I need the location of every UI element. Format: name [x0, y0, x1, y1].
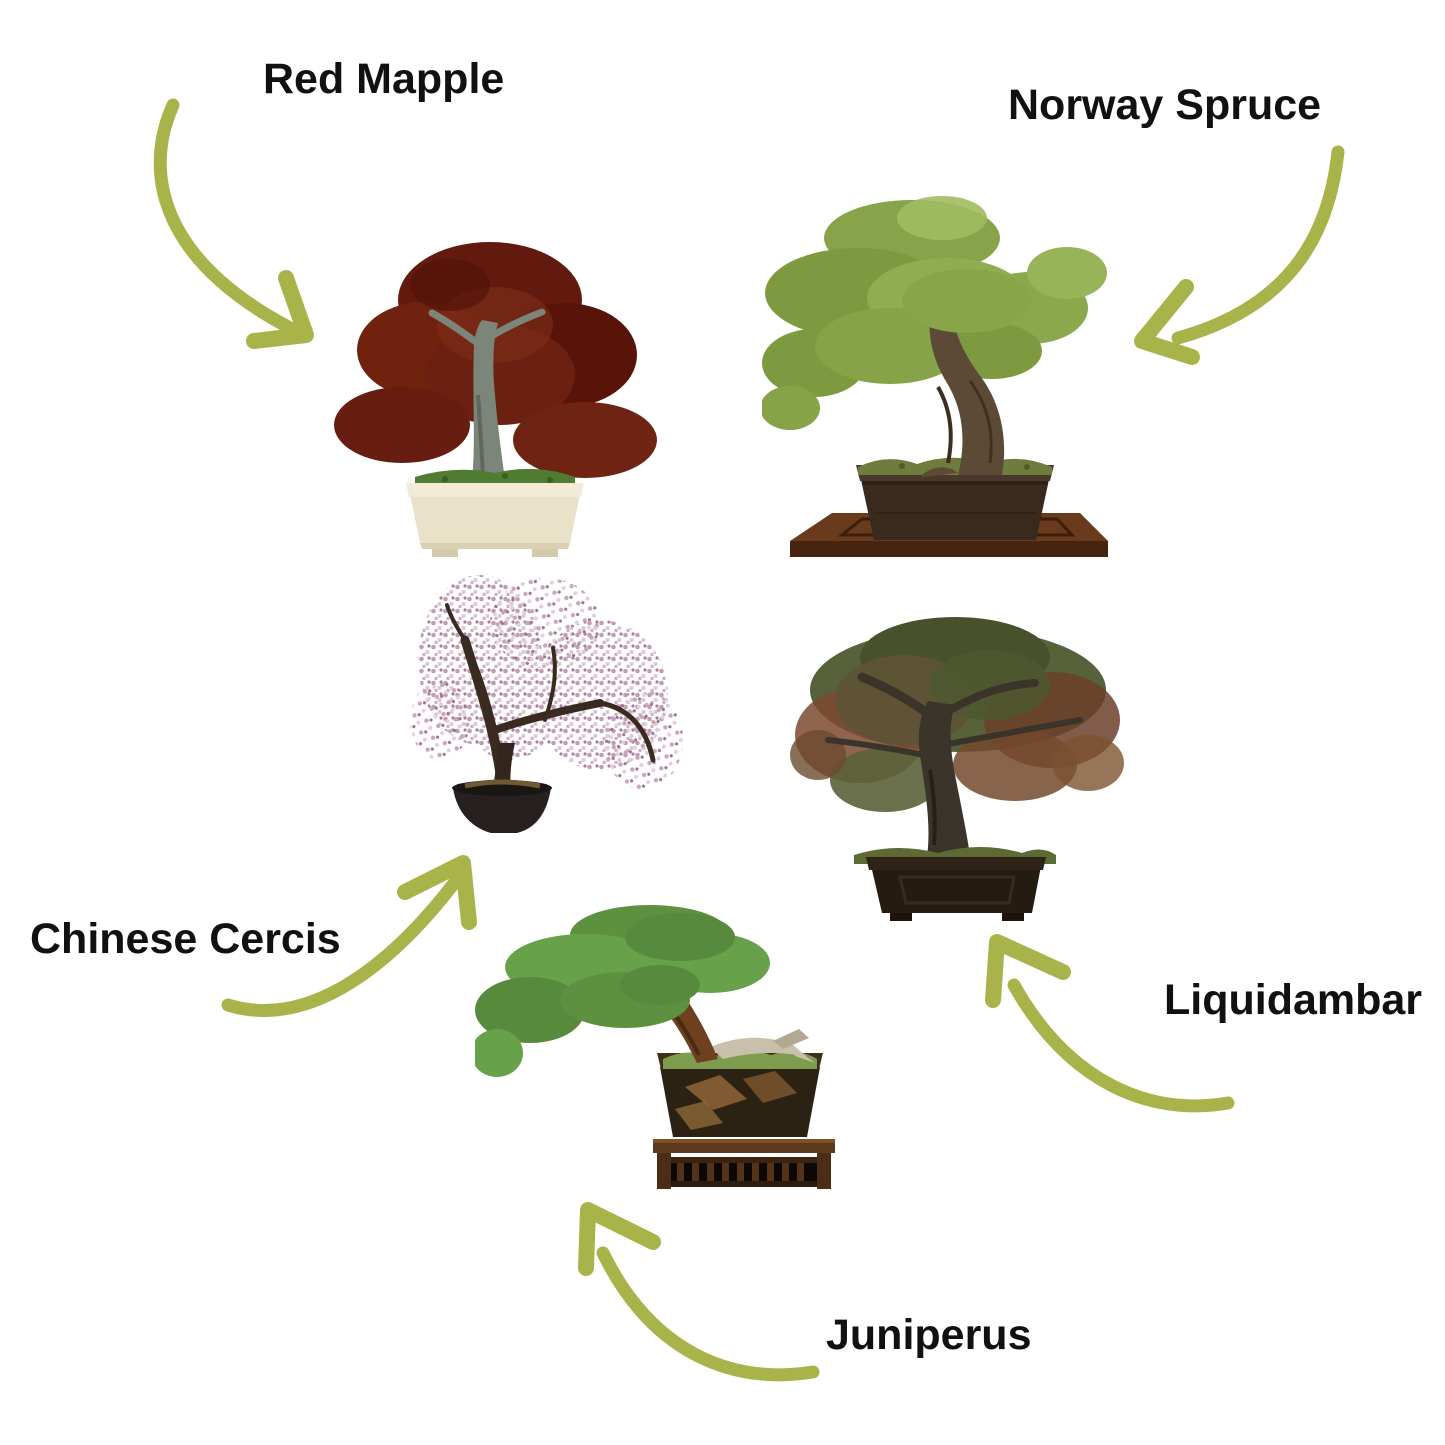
trunk: [825, 672, 1083, 863]
curved-arrow-icon: [985, 934, 1235, 1113]
curved-arrow-icon: [221, 855, 477, 1017]
label-juniperus: Juniperus: [826, 1311, 1032, 1359]
foliage: [790, 617, 1124, 812]
pot: [856, 465, 1054, 540]
label-red-maple: Red Mapple: [263, 55, 505, 103]
liquidambar-bonsai-image: [790, 617, 1124, 921]
label-chinese-cercis: Chinese Cercis: [30, 915, 341, 963]
foliage: [475, 905, 770, 1077]
curved-arrow-icon: [1134, 145, 1345, 365]
curved-arrow-icon: [153, 98, 314, 349]
pot: [452, 779, 552, 833]
pot: [406, 483, 584, 557]
trunk: [922, 291, 1005, 477]
juniperus-bonsai-image: [475, 905, 835, 1189]
label-norway-spruce: Norway Spruce: [1008, 81, 1322, 129]
norway-spruce-bonsai-image: [762, 196, 1108, 557]
trunk: [428, 308, 546, 480]
red-maple-bonsai-image: [334, 242, 657, 557]
pot: [866, 857, 1046, 921]
label-liquidambar: Liquidambar: [1164, 976, 1423, 1024]
curved-arrow-icon: [578, 1202, 820, 1382]
deadwood: [710, 1029, 815, 1063]
blossoms: [410, 575, 683, 790]
display-stand: [653, 1139, 835, 1189]
chinese-cercis-bonsai-image: [410, 575, 683, 833]
foliage-overlay: [902, 269, 1032, 333]
